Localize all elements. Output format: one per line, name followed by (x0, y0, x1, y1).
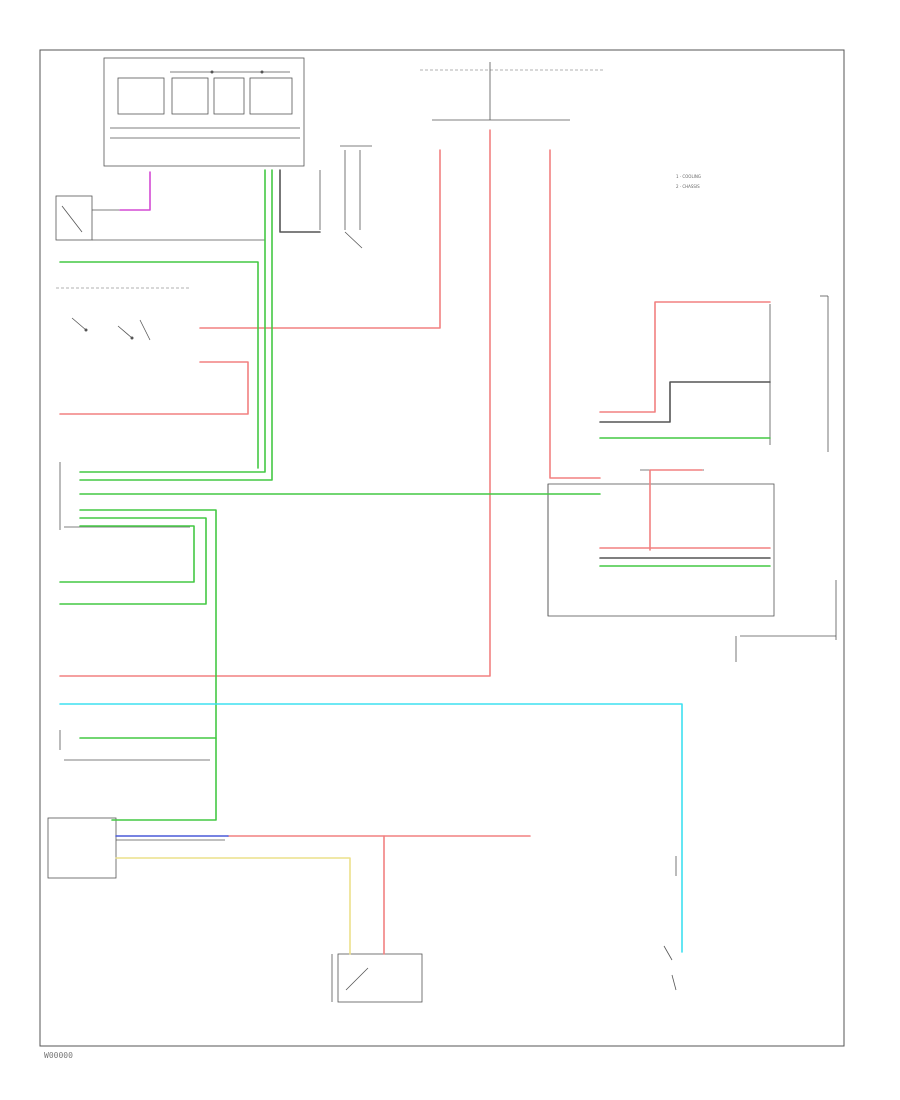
legend-item-2: 2 · CHASSIS (676, 184, 700, 189)
wire-magenta (119, 171, 151, 211)
fuse-panel-top (319, 62, 605, 249)
sensor-switch-left (55, 195, 265, 241)
wire-cyan (59, 703, 683, 953)
seatbelt-switch-box (331, 953, 423, 1003)
connector-right-upper (769, 295, 829, 452)
diagram-frame (39, 49, 845, 1047)
footer-code: W00000 (44, 1051, 73, 1060)
fuse-block-top-left (103, 57, 305, 167)
module-bottom-left (47, 817, 225, 879)
ignition-switch (56, 287, 190, 341)
wires-red (59, 129, 771, 955)
legend-item-1: 1 · COOLING (676, 174, 701, 179)
connector-left-stack (59, 462, 210, 761)
legend: 1 · COOLING 2 · CHASSIS (676, 174, 701, 189)
wires-green (59, 169, 771, 821)
wires-dark (279, 169, 771, 559)
switch-bottom-right (663, 856, 677, 991)
wire-yellow (115, 857, 351, 955)
